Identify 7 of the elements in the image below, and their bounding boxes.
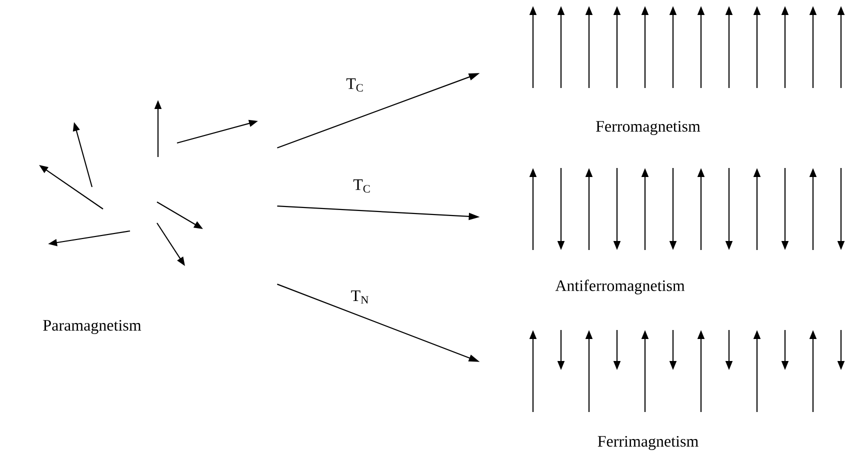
edge-label: T$_{C}$ <box>346 78 363 92</box>
node-caption: Antiferromagnetism <box>555 280 685 294</box>
edge-label: T$_{C}$ <box>353 179 370 193</box>
node-caption: Ferrimagnetism <box>598 436 698 450</box>
edge-label: T$_{N}$ <box>351 290 368 304</box>
node-caption: Ferromagnetism <box>596 121 700 136</box>
node-caption: Paramagnetism <box>43 320 142 334</box>
